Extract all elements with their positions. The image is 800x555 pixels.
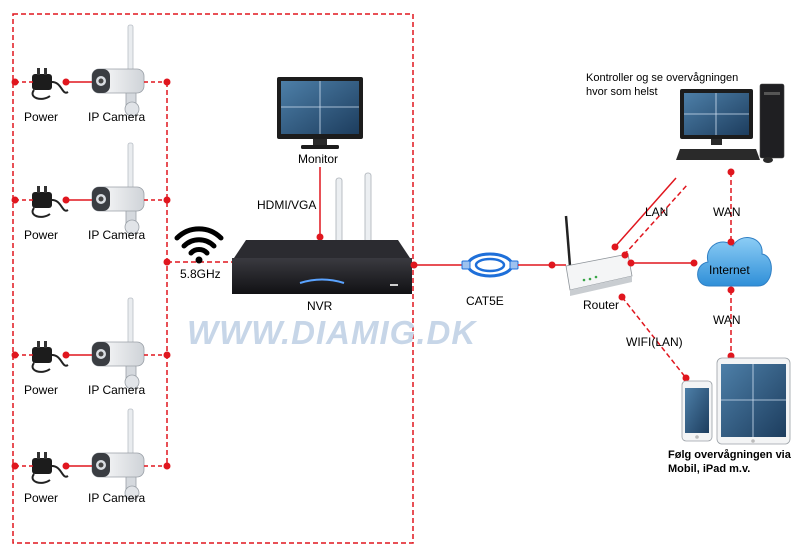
camera-row-2: Power IP Camera [11,142,171,242]
router-label: Router [583,298,619,312]
lan-label: LAN [645,205,668,219]
wifi-lan-label: WIFI(LAN) [626,335,683,349]
desktop-pc-icon [676,83,785,163]
hdmi-label: HDMI/VGA [257,198,316,212]
wan-bottom-label: WAN [713,313,741,327]
power-label: Power [24,491,58,505]
watermark: WWW.DIAMIG.DK [187,314,477,351]
camera-label: IP Camera [88,491,145,505]
camera-row-1: Power IP Camera [11,24,171,124]
ip-camera-icon [91,408,145,501]
system-boundary [12,13,414,544]
ip-camera-icon [91,297,145,390]
internet-label: Internet [709,263,750,277]
power-adapter-icon [31,451,69,484]
camera-row-3: Power IP Camera [11,297,171,397]
cloud-icon [697,237,772,287]
power-adapter-icon [31,185,69,218]
camera-row-4: Power IP Camera [11,408,171,505]
camera-label: IP Camera [88,110,145,124]
tablet-icon [716,357,791,445]
power-adapter-icon [31,340,69,373]
pc-caption-line-1: Kontroller og se overvågningen [586,72,738,84]
wan-top-label: WAN [713,205,741,219]
pc-caption-line-2: hvor som helst [586,86,658,98]
power-adapter-icon [31,67,69,100]
wireless-label: 5.8GHz [180,267,221,281]
ip-camera-icon [91,24,145,117]
power-label: Power [24,110,58,124]
ip-camera-icon [91,142,145,235]
router-icon [564,215,633,296]
nvr-icon [232,172,412,294]
wifi-icon [174,226,224,264]
monitor-icon [277,77,363,149]
power-label: Power [24,383,58,397]
nvr-label: NVR [307,299,333,313]
camera-label: IP Camera [88,383,145,397]
mobile-caption-line-1: Følg overvågningen via [668,449,792,461]
cable-icon [461,252,519,278]
power-label: Power [24,228,58,242]
phone-icon [681,380,713,442]
monitor-label: Monitor [298,152,338,166]
mobile-caption-line-2: Mobil, iPad m.v. [668,463,750,475]
cable-label: CAT5E [466,294,504,308]
camera-label: IP Camera [88,228,145,242]
